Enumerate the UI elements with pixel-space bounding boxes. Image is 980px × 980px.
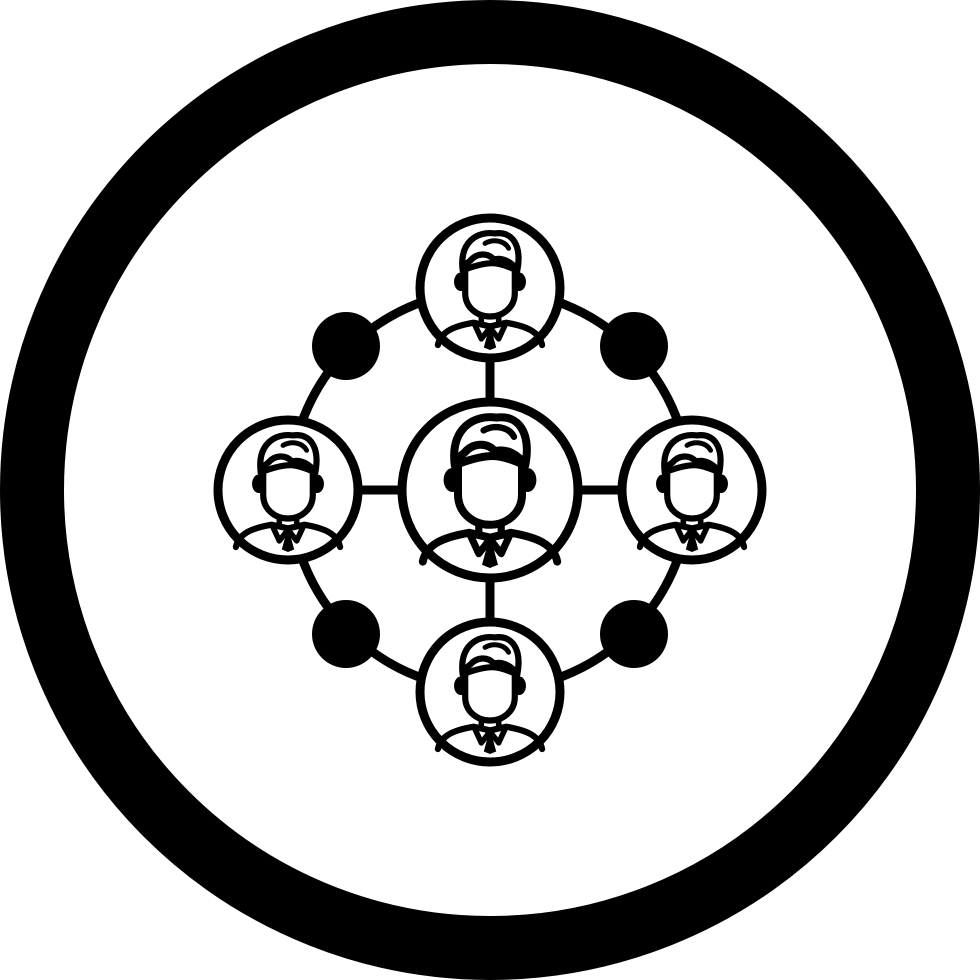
dot-top-left — [312, 312, 380, 380]
spokes — [356, 358, 624, 622]
person-bottom — [415, 617, 565, 767]
person-left — [213, 415, 363, 565]
person-top — [415, 213, 565, 363]
dot-bottom-left — [312, 600, 380, 668]
person-right — [617, 415, 767, 565]
person-center — [397, 397, 583, 583]
dot-top-right — [600, 312, 668, 380]
dot-bottom-right — [600, 600, 668, 668]
